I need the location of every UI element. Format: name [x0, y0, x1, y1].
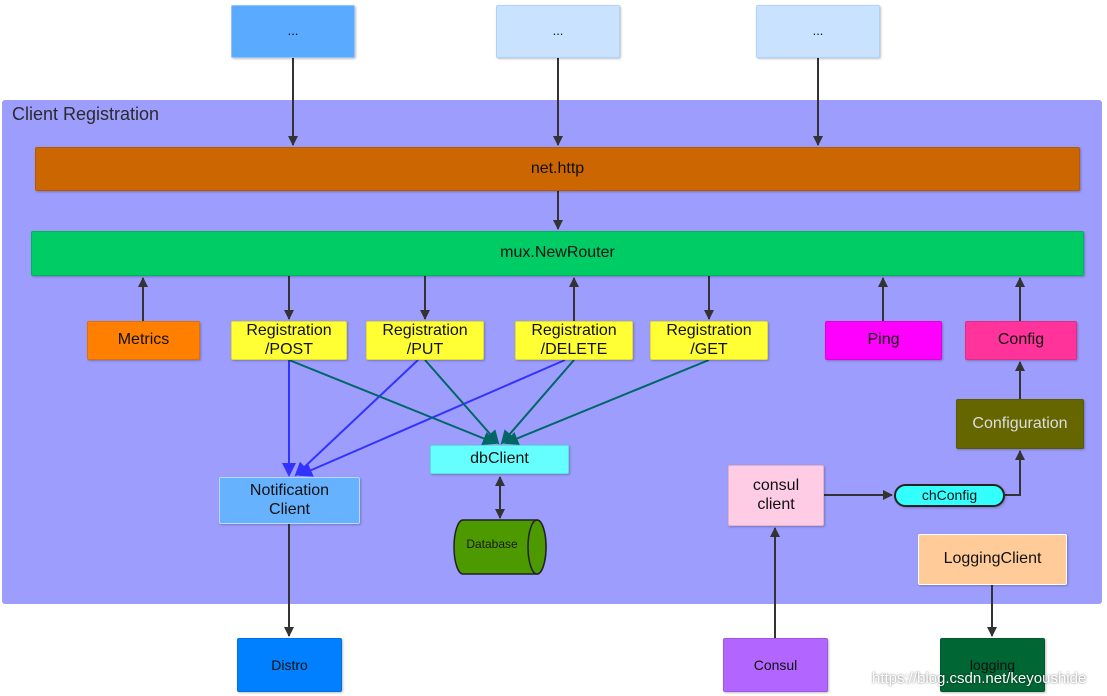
registration-get-line1: Registration [666, 322, 752, 340]
registration-delete-line1: Registration [531, 322, 617, 340]
registration-post-line2: /POST [264, 340, 313, 358]
notification-client-line1: Notification [249, 482, 330, 500]
watermark: https://blog.csdn.net/keyoushide [872, 670, 1087, 687]
distro-node: Distro [237, 638, 342, 692]
arrow-put-to-dbclient [424, 359, 500, 445]
config-node: Config [965, 321, 1077, 360]
net-http-node: net.http [35, 147, 1080, 191]
ping-node: Ping [825, 321, 942, 360]
arrow-get-to-dbclient [504, 359, 710, 445]
registration-post-line1: Registration [246, 322, 332, 340]
registration-put-line2: /PUT [406, 340, 444, 358]
arrow-chconfig-to-configuration [1005, 450, 1025, 496]
arrow-post-to-dbclient [288, 359, 497, 446]
arrow-delete-to-dbclient [500, 359, 575, 445]
registration-delete-node: Registration /DELETE [515, 321, 633, 360]
configuration-node: Configuration [956, 399, 1084, 449]
region-title: Client Registration [12, 104, 160, 124]
logging-client-node: LoggingClient [918, 534, 1067, 585]
registration-put-node: Registration /PUT [366, 321, 484, 360]
db-client-node: dbClient [430, 445, 569, 474]
mux-router-node: mux.NewRouter [31, 231, 1084, 276]
ch-config-node: chConfig [894, 484, 1005, 507]
metrics-node: Metrics [87, 321, 200, 360]
registration-post-node: Registration /POST [231, 321, 347, 360]
registration-delete-line2: /DELETE [540, 340, 608, 358]
logging-node: logging [940, 638, 1045, 692]
registration-put-line1: Registration [382, 322, 468, 340]
database-label: Database [466, 537, 518, 551]
notification-client-line2: Client [269, 500, 310, 518]
consul-client-line1: consul [752, 477, 800, 495]
top-right-node: ... [756, 5, 880, 58]
consul-client-node: consul client [728, 465, 824, 526]
registration-get-node: Registration /GET [650, 321, 768, 360]
notification-client-node: Notification Client [219, 477, 360, 524]
arrow-put-to-notification [294, 359, 419, 477]
consul-client-line2: client [757, 495, 795, 513]
registration-get-line2: /GET [690, 340, 728, 358]
consul-node: Consul [723, 638, 828, 692]
top-left-node: ... [231, 5, 355, 58]
top-middle-node: ... [496, 5, 620, 58]
database-cylinder [453, 519, 547, 575]
